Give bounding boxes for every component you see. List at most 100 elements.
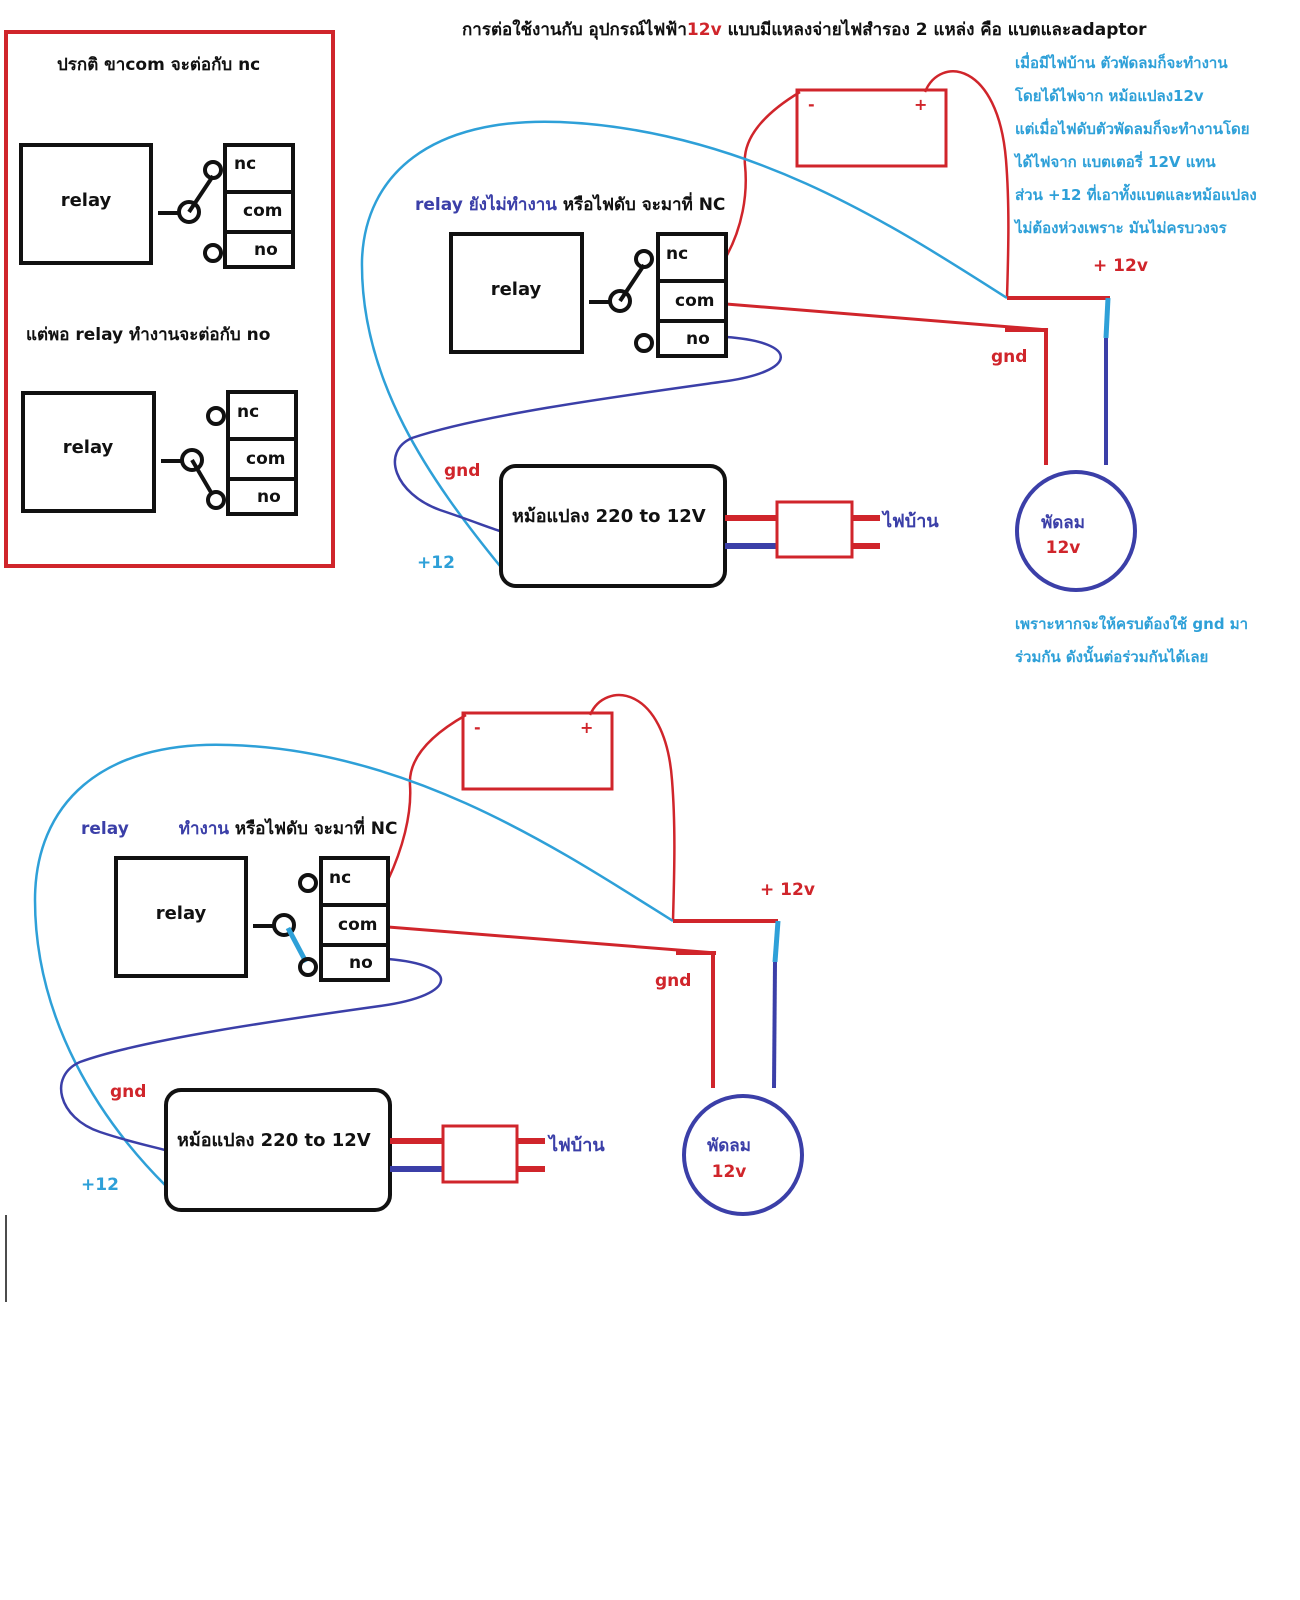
wire-no-to-adapter-gnd	[393, 335, 782, 533]
terminal-block	[319, 856, 390, 982]
plus12-label: +12	[81, 1175, 119, 1195]
battery-plus-label: +	[580, 718, 593, 737]
diagram1-caption: relay ยังไม่ทำงาน หรือไฟดับ จะมาที่ NC	[415, 192, 725, 215]
terminal-block	[226, 390, 298, 516]
fan-label: พัดลม	[707, 1136, 751, 1156]
notes-block: เมื่อมีไฟบ้าน ตัวพัดลมก็จะทำงาน โดยได้ไฟ…	[1013, 52, 1257, 666]
terminal-com-label: com	[243, 201, 282, 221]
legend-relay-active: relay nc com no	[21, 390, 298, 516]
relay-label: relay	[491, 279, 542, 300]
wire-no-to-adapter-gnd	[59, 957, 443, 1152]
wire-nc-to-battery-minus	[386, 713, 467, 881]
terminal-no-label: no	[254, 240, 278, 260]
nc-contact	[203, 160, 223, 180]
no-contact	[298, 957, 318, 977]
fan-voltage-label: 12v	[1046, 538, 1081, 558]
legend-frame	[4, 30, 335, 568]
diagram-1: relay ยังไม่ทำงาน หรือไฟดับ จะมาที่ NC -…	[360, 70, 1148, 592]
battery-minus-label: -	[808, 95, 815, 114]
switch-arm	[190, 458, 214, 496]
gnd-label: gnd	[444, 461, 480, 481]
note-line: ได้ไฟจาก แบตเตอรี่ 12V แทน	[1013, 151, 1216, 171]
no-contact	[206, 490, 226, 510]
plus12v-label: + 12v	[1093, 256, 1148, 276]
wire-plus12-segment	[772, 920, 781, 963]
terminal-com-label: com	[246, 449, 285, 469]
gnd-label: gnd	[991, 347, 1027, 367]
battery-minus-label: -	[474, 718, 481, 737]
mains-label: ไฟบ้าน	[547, 1134, 605, 1156]
battery-plus-label: +	[914, 95, 927, 114]
note-line: ส่วน +12 ที่เอาทั้งแบตและหม้อแปลง	[1015, 183, 1257, 204]
nc-contact	[298, 873, 318, 893]
mains-plug	[441, 1124, 519, 1184]
terminal-no-label: no	[257, 487, 281, 507]
no-contact	[203, 243, 223, 263]
adapter-box	[499, 464, 727, 588]
note-line: ไม่ต้องห่วงเพราะ มันไม่ครบวงจร	[1013, 218, 1228, 237]
battery-box	[461, 711, 614, 791]
relay-coil-box	[114, 856, 248, 978]
battery-box	[795, 88, 948, 168]
switch-pivot	[608, 289, 632, 313]
fan-circle	[1015, 470, 1137, 592]
terminal-no-label: no	[686, 329, 710, 349]
terminal-nc-label: nc	[666, 244, 688, 264]
terminal-no-label: no	[349, 953, 373, 973]
wire-adapter-plus12	[360, 120, 1008, 567]
terminal-block	[223, 143, 295, 269]
mains-plug	[775, 500, 854, 559]
note-line: ร่วมกัน ดังนั้นต่อร่วมกันได้เลย	[1015, 645, 1208, 666]
relay-label: relay	[63, 437, 114, 458]
switch-pivot	[177, 200, 201, 224]
gnd-label: gnd	[655, 971, 691, 991]
nc-contact	[634, 249, 654, 269]
wire-battery-plus	[588, 693, 676, 922]
switch-pivot	[180, 448, 204, 472]
relay-coil-box	[21, 391, 156, 513]
legend-panel: ปรกติ ขาcom จะต่อกับ nc relay nc com no …	[4, 30, 335, 568]
terminal-nc-label: nc	[237, 402, 259, 422]
mains-label: ไฟบ้าน	[881, 510, 939, 532]
wire-fan-plus	[772, 961, 777, 1089]
terminal-com-label: com	[338, 915, 377, 935]
nc-contact	[206, 406, 226, 426]
switch-arm	[618, 263, 646, 303]
note-line: แต่เมื่อไฟดับตัวพัดลมก็จะทำงานโดย	[1015, 118, 1250, 138]
wire-nc-to-battery-minus	[724, 90, 801, 258]
wire-com-gnd	[387, 925, 717, 955]
terminal-nc-label: nc	[234, 154, 256, 174]
terminal-com-label: com	[675, 291, 714, 311]
relay-label: relay	[61, 190, 112, 211]
switch-pivot	[272, 913, 296, 937]
legend-active-caption: แต่พอ relay ทำงานจะต่อกับ no	[26, 325, 270, 345]
wire-adapter-plus12	[33, 743, 674, 1186]
fan-circle	[682, 1094, 804, 1216]
note-line: โดยได้ไฟจาก หม้อแปลง12v	[1014, 86, 1204, 105]
legend-relay-normal: relay nc com no	[19, 143, 295, 269]
gnd-label: gnd	[110, 1082, 146, 1102]
terminal-nc-label: nc	[329, 868, 351, 888]
wire-battery-plus	[923, 70, 1010, 299]
adapter-box	[164, 1088, 392, 1212]
fan-voltage-label: 12v	[712, 1162, 747, 1182]
relay-coil-box	[449, 232, 584, 354]
wire-plus12-segment	[1103, 297, 1111, 339]
header-title: การต่อใช้งานกับ อุปกรณ์ไฟฟ้า12v แบบมีแหล…	[462, 19, 1147, 40]
note-line: เมื่อมีไฟบ้าน ตัวพัดลมก็จะทำงาน	[1015, 52, 1228, 72]
wire-guide	[590, 695, 674, 921]
relay-coil-box	[19, 143, 153, 265]
plus12-label: +12	[417, 553, 455, 573]
switch-arm	[187, 174, 215, 214]
switch-arm-active	[285, 926, 309, 964]
relay-label: relay	[156, 903, 207, 924]
legend-normal-caption: ปรกติ ขาcom จะต่อกับ nc	[57, 55, 260, 75]
terminal-block	[656, 232, 728, 358]
adapter-label: หม้อแปลง 220 to 12V	[177, 1130, 371, 1151]
fan-label: พัดลม	[1041, 513, 1085, 533]
note-line: เพราะหากจะให้ครบต้องใช้ gnd มา	[1015, 615, 1248, 633]
wire-com-gnd	[725, 302, 1049, 332]
